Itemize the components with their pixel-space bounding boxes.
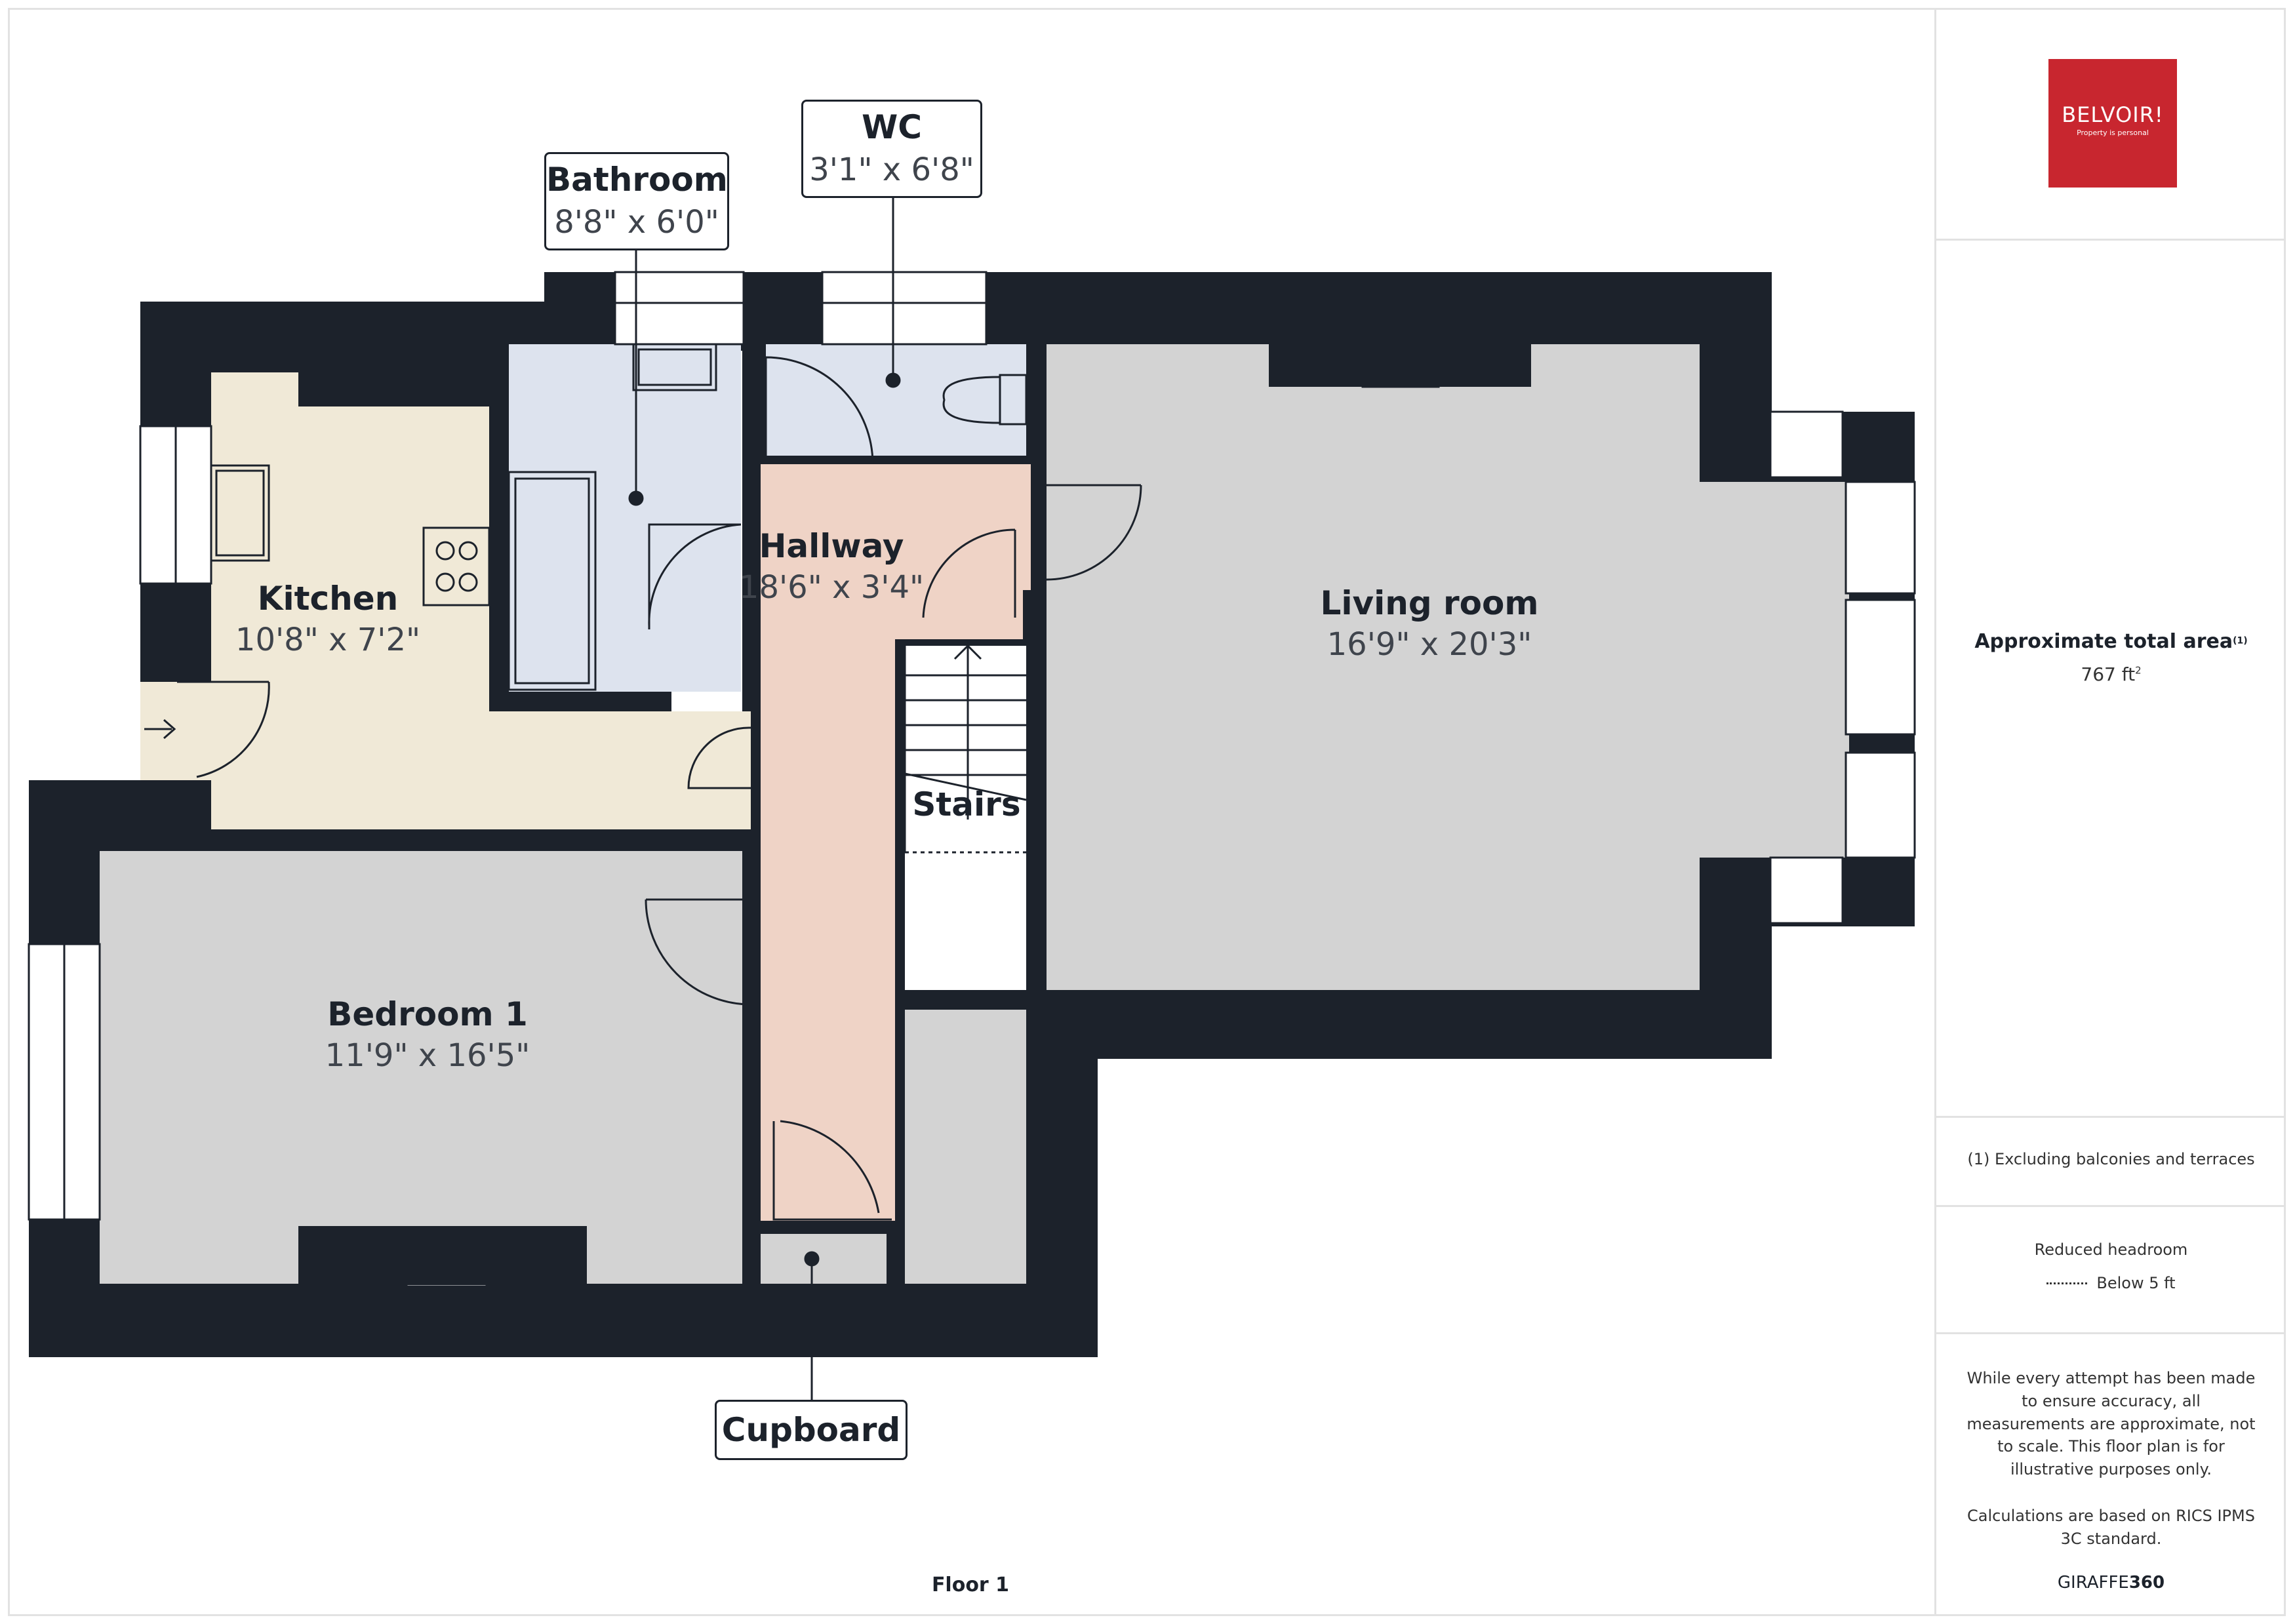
wc-dims: 3'1" x 6'8"	[809, 151, 974, 188]
area-footnote-mark: (1)	[2233, 635, 2248, 646]
brand-part-2: 360	[2128, 1572, 2165, 1593]
kitchen-sink-icon	[210, 464, 270, 562]
hallway-dims: 18'6" x 3'4"	[738, 569, 925, 606]
bedroom-floor	[100, 851, 742, 1284]
brand-part-1: GIRAFFE	[2057, 1572, 2129, 1593]
wc-label: WC 3'1" x 6'8"	[801, 100, 982, 198]
door-living	[1046, 484, 1142, 581]
door-kitchen-ext	[177, 681, 270, 778]
door-bathroom	[648, 523, 742, 629]
logo-section: BELVOIR! Property is personal	[1936, 8, 2286, 241]
doors	[144, 356, 1142, 1221]
toilet-icon	[999, 374, 1028, 426]
bathroom-floor	[509, 344, 741, 692]
window-living-bay-2	[1845, 599, 1916, 736]
disclaimer-text: While every attempt has been made to ens…	[1966, 1369, 2256, 1479]
belvoir-logo: BELVOIR! Property is personal	[2048, 59, 2177, 188]
windows	[28, 271, 1916, 1221]
plan-frame	[8, 8, 2286, 1616]
bedroom-dims: 11'9" x 16'5"	[325, 1037, 530, 1074]
door-hallway-stairs	[922, 528, 1016, 618]
bedroom-label: Bedroom 1 11'9" x 16'5"	[231, 998, 624, 1071]
area-title: Approximate total area	[1974, 630, 2233, 653]
hallway-name: Hallway	[759, 527, 904, 565]
kitchen-dims: 10'8" x 7'2"	[235, 622, 421, 658]
stairs-name: Stairs	[912, 785, 1021, 823]
wc-floor	[766, 344, 1026, 456]
door-cupboard	[772, 1120, 892, 1221]
cupboard-name: Cupboard	[721, 1411, 901, 1449]
kitchen-name: Kitchen	[257, 580, 399, 618]
door-kitchen-hall	[687, 726, 751, 789]
bathroom-name: Bathroom	[546, 161, 728, 199]
giraffe360-brand: GIRAFFE360	[1936, 1573, 2286, 1593]
basin-icon	[632, 343, 717, 391]
stairs-label: Stairs	[770, 788, 1163, 830]
legend-sidebar: BELVOIR! Property is personal Approximat…	[1934, 8, 2286, 1616]
door-wc	[765, 356, 874, 465]
window-bathroom	[614, 271, 745, 346]
hallway-label: Hallway 18'6" x 3'4"	[635, 530, 1028, 603]
floor-plan	[28, 198, 1916, 1400]
logo-tagline: Property is personal	[2077, 129, 2149, 137]
room-fills	[100, 344, 1849, 1284]
store-floor	[905, 1010, 1026, 1284]
label-pointers	[628, 198, 901, 1400]
dotted-line-icon	[2046, 1282, 2088, 1285]
window-wc	[821, 271, 988, 346]
hob-icon	[422, 526, 490, 606]
area-unit-exponent: 2	[2135, 664, 2142, 677]
door-bedroom	[645, 898, 751, 1006]
headroom-section: Reduced headroom Below 5 ft	[1936, 1207, 2286, 1334]
bathroom-dims: 8'8" x 6'0"	[554, 204, 719, 241]
headroom-legend: Below 5 ft	[1936, 1272, 2286, 1295]
bedroom-name: Bedroom 1	[327, 995, 528, 1033]
living-room-label: Living room 16'9" x 20'3"	[1233, 587, 1626, 660]
interior-walls	[298, 334, 1531, 1285]
area-value: 767 ft	[2081, 663, 2136, 685]
logo-text: BELVOIR!	[2062, 102, 2164, 127]
disclaimer-section: While every attempt has been made to ens…	[1936, 1334, 2286, 1616]
headroom-legend-text: Below 5 ft	[2096, 1273, 2176, 1292]
living-room-name: Living room	[1320, 584, 1539, 622]
cupboard-label: Cupboard	[715, 1400, 908, 1460]
bathroom-label: Bathroom 8'8" x 6'0"	[544, 152, 729, 250]
entry-arrow-icon	[144, 719, 176, 740]
hallway-floor	[761, 464, 1031, 1221]
stairs-arrow-icon	[953, 644, 982, 820]
stair-treads	[904, 644, 1027, 854]
stairs-floor	[905, 646, 1026, 990]
footnote-text: (1) Excluding balconies and terraces	[1967, 1150, 2255, 1168]
living-room-dims: 16'9" x 20'3"	[1327, 626, 1532, 663]
kitchen-label: Kitchen 10'8" x 7'2"	[131, 582, 525, 656]
floor-label: Floor 1	[931, 1574, 1010, 1596]
bathtub-icon	[508, 471, 597, 691]
window-living-top	[1769, 410, 1844, 479]
footnote-section: (1) Excluding balconies and terraces	[1936, 1118, 2286, 1207]
wc-name: WC	[862, 108, 922, 146]
window-living-bottom	[1769, 856, 1844, 924]
cupboard-floor	[761, 1234, 887, 1284]
window-living-bay-1	[1845, 481, 1916, 595]
area-section: Approximate total area(1) 767 ft2	[1936, 241, 2286, 1118]
headroom-title: Reduced headroom	[2034, 1240, 2188, 1259]
living-room-floor	[1047, 344, 1849, 990]
window-living-bay-3	[1845, 751, 1916, 859]
calculation-note: Calculations are based on RICS IPMS 3C s…	[1967, 1506, 2255, 1548]
